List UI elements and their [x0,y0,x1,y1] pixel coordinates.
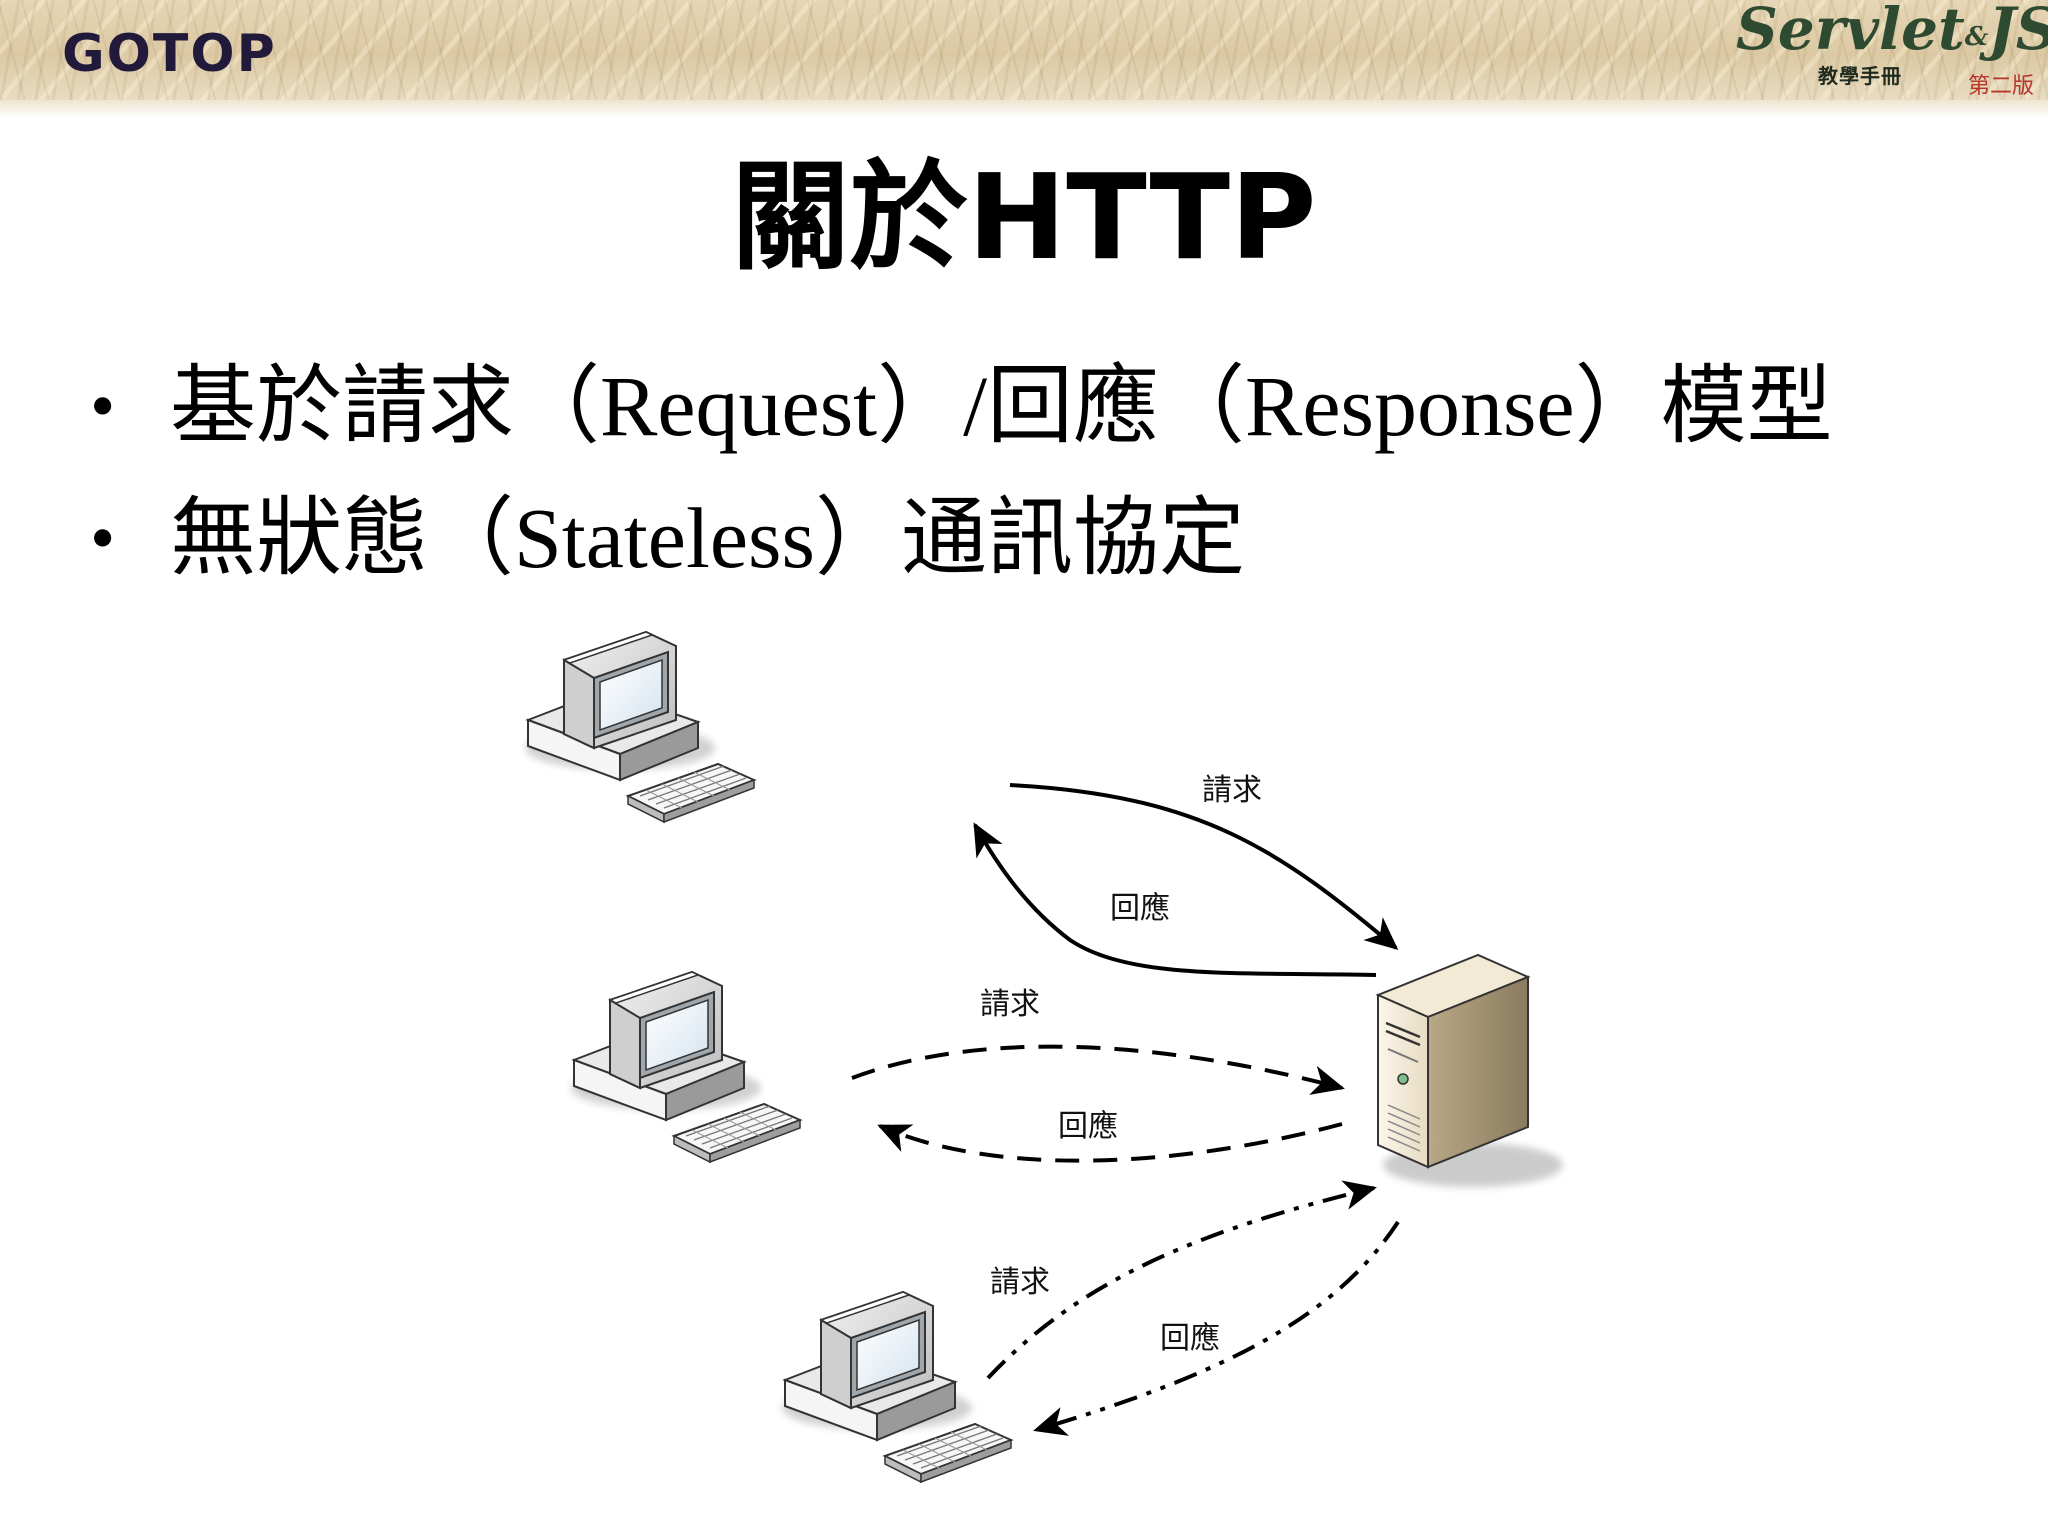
header-band [0,0,2048,100]
response-label-2: 回應 [1058,1109,1118,1144]
response-arrow-solid [973,822,1377,977]
request-arrow-dashdot [986,1180,1377,1380]
server-tower-icon [1378,955,1563,1187]
client-computer-icon [571,972,800,1162]
brand-jsp: JSP [1988,0,2048,63]
publisher-logo: GOTOP [62,24,277,84]
request-label-3: 請求 [990,1265,1050,1300]
book-brand-logo: Servlet&JSP 教學手冊 第二版 [1722,0,2048,100]
request-label-2: 請求 [980,987,1040,1022]
brand-amp: & [1964,22,1989,52]
request-arrow-solid [1009,783,1399,950]
brand-edition: 第二版 [1968,74,2035,99]
request-label-1: 請求 [1202,773,1262,808]
bullet-marker: • [90,366,116,446]
bullet-list: • 基於請求（Request）/回應（Response）模型 • 無狀態（Sta… [90,340,2030,604]
brand-main-text: Servlet&JSP [1736,0,2048,58]
client-computer-icon [782,1292,1011,1482]
bullet-text: 基於請求（Request）/回應（Response）模型 [170,358,1833,454]
response-label-3: 回應 [1160,1321,1220,1356]
brand-subtitle: 教學手冊 [1818,64,1902,88]
bullet-item: • 無狀態（Stateless）通訊協定 [90,472,2030,604]
bullet-marker: • [90,498,116,578]
brand-servlet: Servlet [1736,0,1965,63]
response-label-1: 回應 [1110,891,1170,926]
client-computer-icon [525,632,754,822]
slide-title: 關於HTTP [731,148,1317,286]
bullet-text: 無狀態（Stateless）通訊協定 [170,490,1245,586]
request-arrow-dashed [851,1044,1345,1095]
bullet-item: • 基於請求（Request）/回應（Response）模型 [90,340,2030,472]
header-fade [0,100,2048,118]
